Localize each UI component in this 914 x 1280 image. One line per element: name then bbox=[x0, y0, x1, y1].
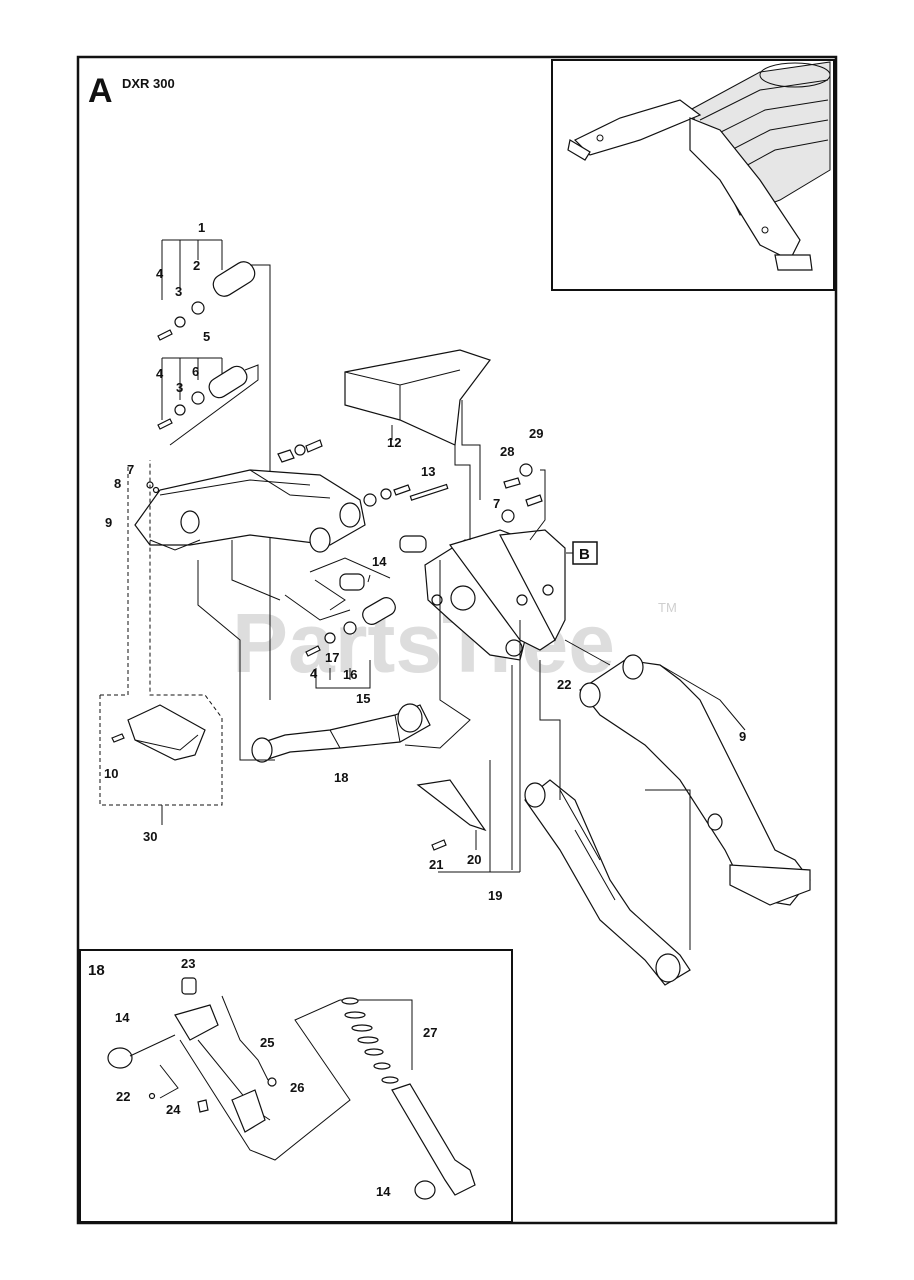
callout-4b: 4 bbox=[156, 366, 164, 381]
callout-14a: 14 bbox=[372, 554, 387, 569]
guard-part-12 bbox=[344, 349, 491, 500]
callout-28: 28 bbox=[500, 444, 514, 459]
callout-7b: 7 bbox=[493, 496, 500, 511]
hydraulic-cylinder-lower bbox=[524, 779, 691, 986]
callout-3a: 3 bbox=[175, 284, 182, 299]
callout-16: 16 bbox=[343, 667, 357, 682]
callout-23: 23 bbox=[181, 956, 195, 971]
callout-4c: 4 bbox=[310, 666, 318, 681]
detail-section-label: 18 bbox=[88, 962, 105, 979]
callout-26: 26 bbox=[290, 1080, 304, 1095]
callout-4a: 4 bbox=[156, 266, 164, 281]
detail-18-illustration bbox=[107, 977, 476, 1200]
bolt-washer-28-29 bbox=[501, 463, 546, 541]
pin-assembly-1 bbox=[157, 239, 271, 700]
callout-22b: 22 bbox=[116, 1089, 130, 1104]
callout-20: 20 bbox=[467, 852, 481, 867]
callout-18: 18 bbox=[334, 770, 348, 785]
callout-15: 15 bbox=[356, 691, 370, 706]
callout-14c: 14 bbox=[376, 1184, 391, 1199]
boom-hardware bbox=[146, 439, 449, 507]
bushings-14 bbox=[309, 535, 427, 591]
callout-2: 2 bbox=[193, 258, 200, 273]
model-label: DXR 300 bbox=[122, 76, 175, 91]
watermark-tm: TM bbox=[658, 600, 677, 615]
callout-8: 8 bbox=[114, 476, 121, 491]
callout-3b: 3 bbox=[176, 380, 183, 395]
callout-9b: 9 bbox=[739, 729, 746, 744]
callout-10: 10 bbox=[104, 766, 118, 781]
callout-6: 6 bbox=[192, 364, 199, 379]
callout-30: 30 bbox=[143, 829, 157, 844]
callout-5: 5 bbox=[203, 329, 210, 344]
callout-9a: 9 bbox=[105, 515, 112, 530]
plate-20-bolt-21 bbox=[416, 620, 521, 873]
leader-lines bbox=[197, 445, 611, 870]
callout-1: 1 bbox=[198, 220, 205, 235]
callout-25: 25 bbox=[260, 1035, 274, 1050]
callout-21: 21 bbox=[429, 857, 443, 872]
callout-27: 27 bbox=[423, 1025, 437, 1040]
callout-12: 12 bbox=[387, 435, 401, 450]
detail-18-box bbox=[79, 949, 513, 1223]
callout-7a: 7 bbox=[127, 462, 134, 477]
pin-group-15 bbox=[305, 597, 396, 689]
pin-assembly-5 bbox=[157, 357, 259, 446]
callout-13: 13 bbox=[421, 464, 435, 479]
callout-22a: 22 bbox=[557, 677, 571, 692]
callout-19: 19 bbox=[488, 888, 502, 903]
callout-14b: 14 bbox=[115, 1010, 130, 1025]
inset-machine-illustration bbox=[567, 61, 831, 271]
dashed-group-30 bbox=[99, 460, 223, 825]
boom-arm-left-9 bbox=[134, 469, 366, 553]
detail-b-label: B bbox=[579, 546, 590, 563]
callout-24: 24 bbox=[166, 1102, 181, 1117]
callout-29: 29 bbox=[529, 426, 543, 441]
boom-arm-right-9 bbox=[579, 654, 811, 906]
callout-17: 17 bbox=[325, 650, 339, 665]
section-letter: A bbox=[88, 72, 113, 110]
hydraulic-cylinder-18 bbox=[251, 703, 431, 763]
